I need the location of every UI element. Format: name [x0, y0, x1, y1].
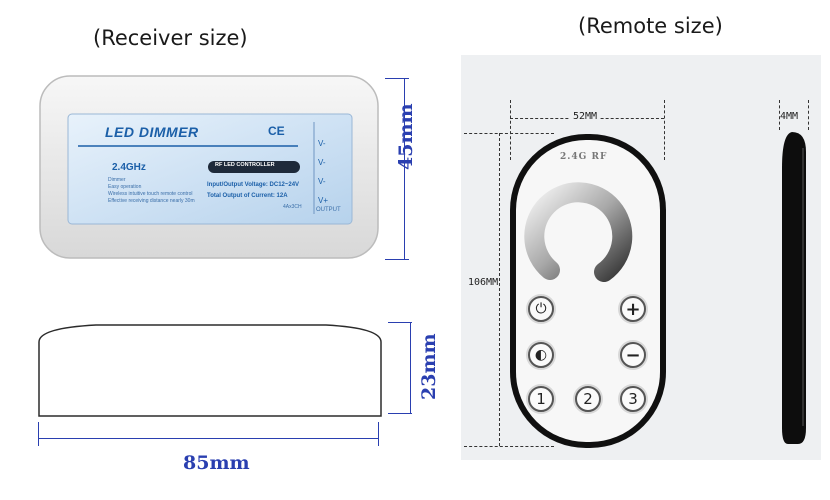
receiver-depth-dimension: 23mm [418, 333, 440, 400]
remote-front-view [510, 134, 666, 448]
depth-dim-tick-bottom [388, 413, 412, 414]
receiver-dimmer-label: Dimmer [108, 177, 126, 183]
zone-3-label: 3 [628, 390, 638, 408]
remote-size-title: (Remote size) [578, 14, 723, 38]
remote-height-guide [499, 133, 500, 446]
power-icon: ⏻ [535, 301, 547, 317]
remote-button-mode[interactable]: ◐ [528, 342, 554, 368]
terminal-label: V+ [318, 196, 329, 205]
receiver-size-title: (Receiver size) [93, 26, 248, 50]
depth-dim-tick-top [388, 322, 412, 323]
remote-side-view [782, 132, 806, 444]
width-dim-tick-right [378, 422, 379, 446]
zone-2-label: 2 [583, 390, 593, 408]
remote-thickness-guide-right [808, 100, 809, 130]
receiver-feature-item: Easy operation [108, 184, 142, 190]
receiver-spec-channels: 4Ax3CH [283, 204, 302, 210]
zone-1-label: 1 [536, 390, 546, 408]
remote-thickness-dimension: 4MM [780, 111, 799, 122]
receiver-width-dimension: 85mm [183, 452, 250, 474]
remote-button-power[interactable]: ⏻ [528, 296, 554, 322]
minus-icon: − [625, 344, 641, 366]
receiver-features-list: Easy operation Wireless intuitive touch … [108, 184, 195, 205]
remote-width-dimension: 52MM [570, 111, 601, 122]
receiver-spec-voltage: Input/Output Voltage: DC12~24V [207, 182, 300, 188]
remote-width-guide-right [664, 100, 665, 160]
receiver-side-view [38, 324, 382, 417]
controller-badge-box [208, 161, 300, 173]
remote-height-guide-bottom [464, 446, 554, 447]
receiver-feature-item: Wireless intuitive touch remote control [108, 191, 193, 197]
remote-button-minus[interactable]: − [620, 342, 646, 368]
remote-button-zone-3[interactable]: 3 [620, 386, 646, 412]
width-dim-line [38, 438, 379, 439]
depth-dim-line [410, 322, 411, 414]
plus-icon: + [625, 298, 641, 320]
receiver-spec-current: Total Output of Current: 12A [207, 193, 288, 199]
receiver-feature-item: Effective receiving distance nearly 30m [108, 198, 195, 204]
width-dim-tick-left [38, 422, 39, 446]
remote-height-dimension: 106MM [468, 275, 499, 290]
receiver-top-view [39, 75, 379, 259]
receiver-frequency: 2.4GHz [112, 162, 146, 173]
remote-logo: 2.4G RF [560, 152, 608, 162]
height-dim-tick-bottom [385, 259, 409, 260]
receiver-height-dimension: 45mm [395, 103, 417, 170]
receiver-terminals: V- V- V- V+ [318, 134, 340, 210]
half-circle-icon: ◐ [534, 347, 548, 363]
remote-button-zone-2[interactable]: 2 [575, 386, 601, 412]
terminal-label: V- [318, 158, 326, 167]
terminal-label: V- [318, 177, 326, 186]
height-dim-line [404, 78, 405, 260]
remote-height-guide-top [464, 133, 554, 134]
height-dim-tick-top [385, 78, 409, 79]
receiver-output-label: OUTPUT [316, 207, 341, 213]
remote-button-plus[interactable]: + [620, 296, 646, 322]
remote-width-guide-left [510, 100, 511, 160]
touch-wheel [524, 182, 633, 282]
remote-button-zone-1[interactable]: 1 [528, 386, 554, 412]
receiver-cert-marks: CE [268, 124, 285, 138]
receiver-controller-badge: RF LED CONTROLLER [215, 162, 275, 168]
remote-thickness-guide-left [779, 100, 780, 130]
terminal-label: V- [318, 139, 326, 148]
receiver-brand-label: LED DIMMER [105, 124, 199, 140]
